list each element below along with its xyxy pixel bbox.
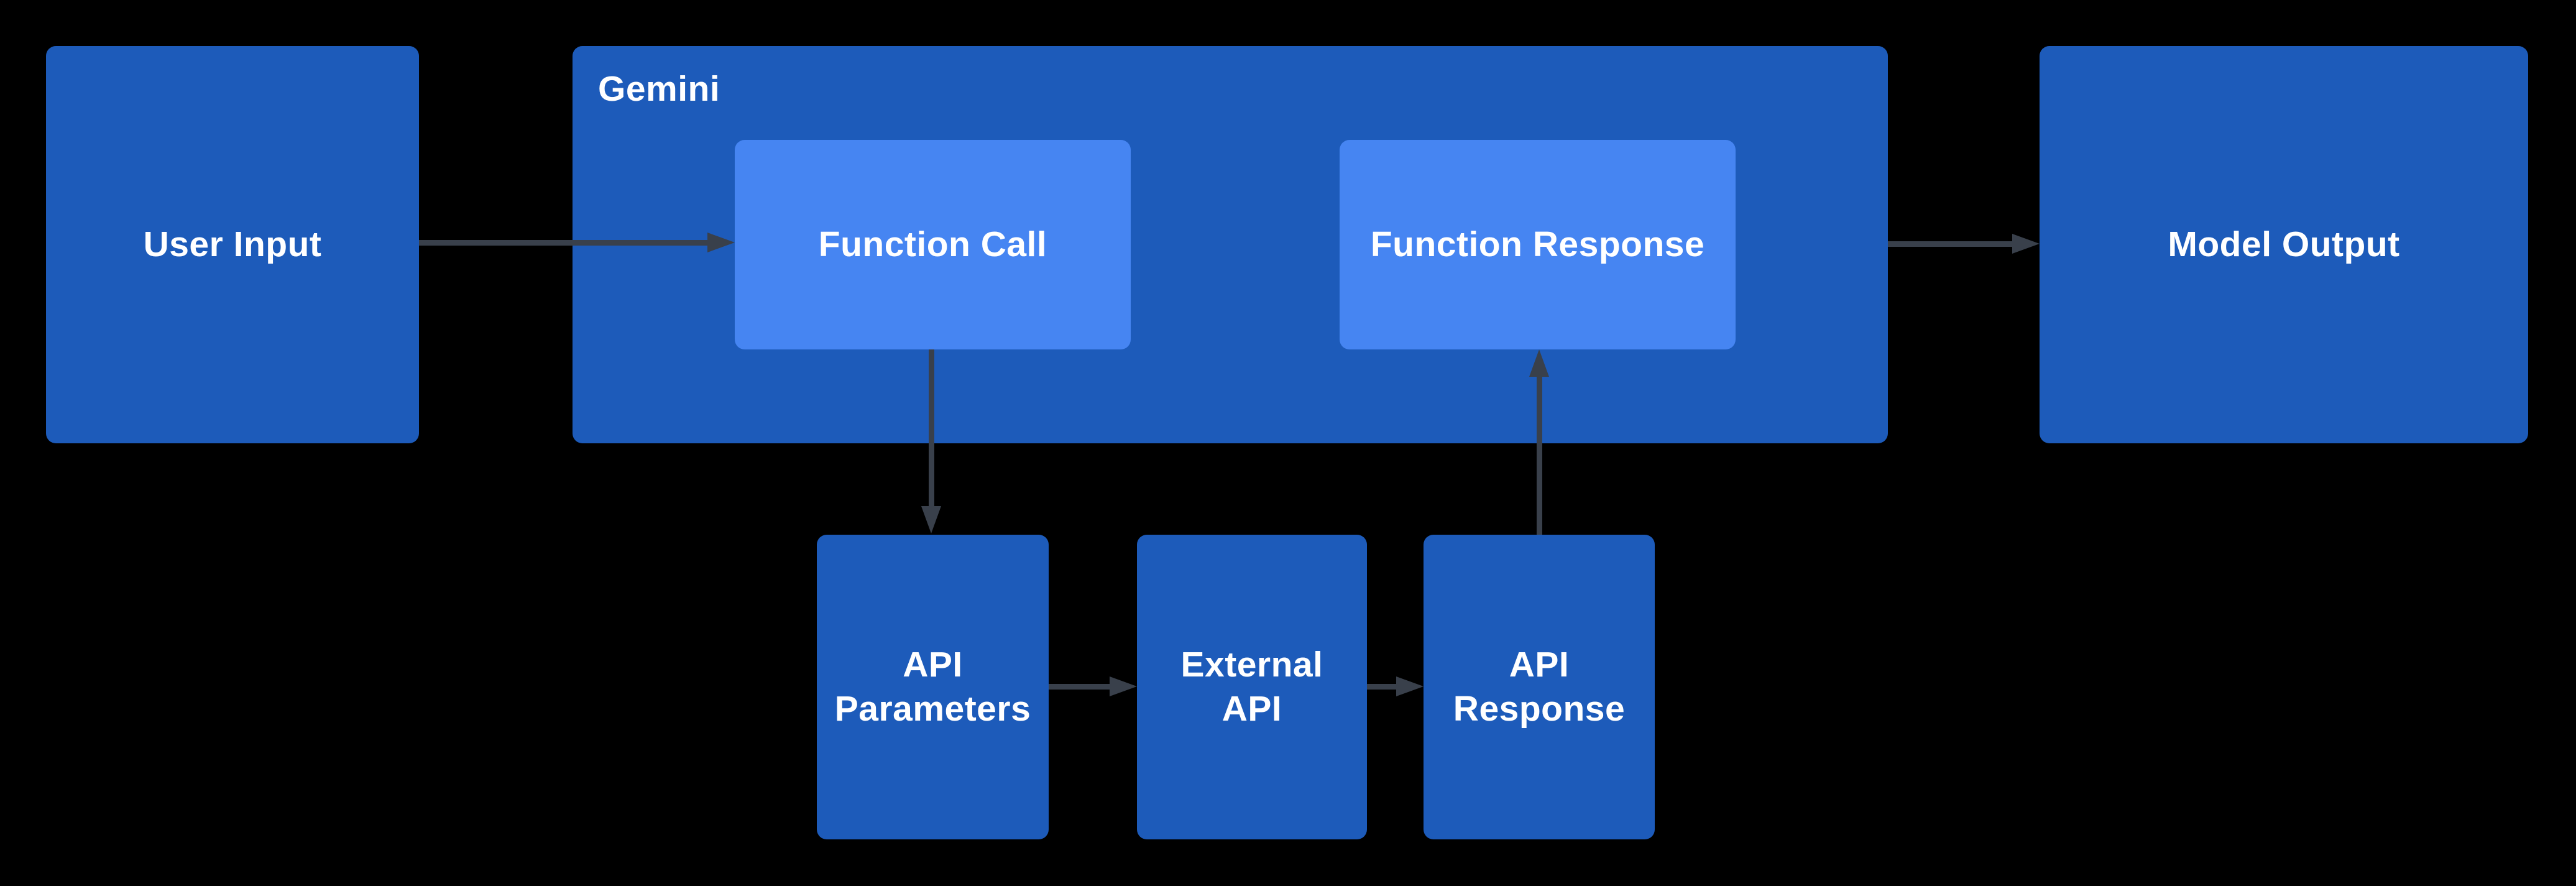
arrow-user-input-to-function-call-head	[707, 233, 735, 252]
node-model-output-label: Model Output	[2168, 224, 2400, 265]
arrow-user-input-to-function-call-shaft	[419, 240, 707, 246]
arrow-gemini-to-model-output-shaft	[1888, 241, 2012, 247]
node-function-response-label: Function Response	[1370, 224, 1705, 265]
node-external-api-label: External API	[1180, 645, 1323, 729]
node-user-input: User Input	[46, 46, 419, 443]
node-api-parameters-label: API Parameters	[834, 645, 1031, 729]
node-api-parameters: API Parameters	[817, 535, 1049, 839]
node-gemini-container: Gemini Function Call Function Response	[573, 46, 1888, 443]
arrow-api-parameters-to-external-api-shaft	[1049, 684, 1110, 690]
node-api-response-label: API Response	[1453, 645, 1626, 729]
node-api-response: API Response	[1424, 535, 1655, 839]
arrow-external-api-to-api-response-shaft	[1367, 684, 1396, 690]
arrow-function-call-to-api-parameters-shaft	[929, 349, 934, 506]
node-function-call: Function Call	[735, 140, 1131, 349]
arrow-api-response-to-function-response-shaft	[1537, 377, 1542, 535]
arrow-api-response-to-function-response-head	[1529, 349, 1549, 377]
node-external-api: External API	[1137, 535, 1367, 839]
arrow-function-call-to-api-parameters-head	[921, 506, 941, 533]
arrow-external-api-to-api-response-head	[1396, 676, 1424, 696]
node-user-input-label: User Input	[143, 224, 322, 265]
node-gemini-label: Gemini	[598, 69, 720, 109]
node-function-call-label: Function Call	[818, 224, 1047, 265]
arrow-api-parameters-to-external-api-head	[1110, 676, 1137, 696]
node-function-response: Function Response	[1340, 140, 1736, 349]
node-model-output: Model Output	[2040, 46, 2528, 443]
arrow-gemini-to-model-output-head	[2012, 234, 2040, 254]
